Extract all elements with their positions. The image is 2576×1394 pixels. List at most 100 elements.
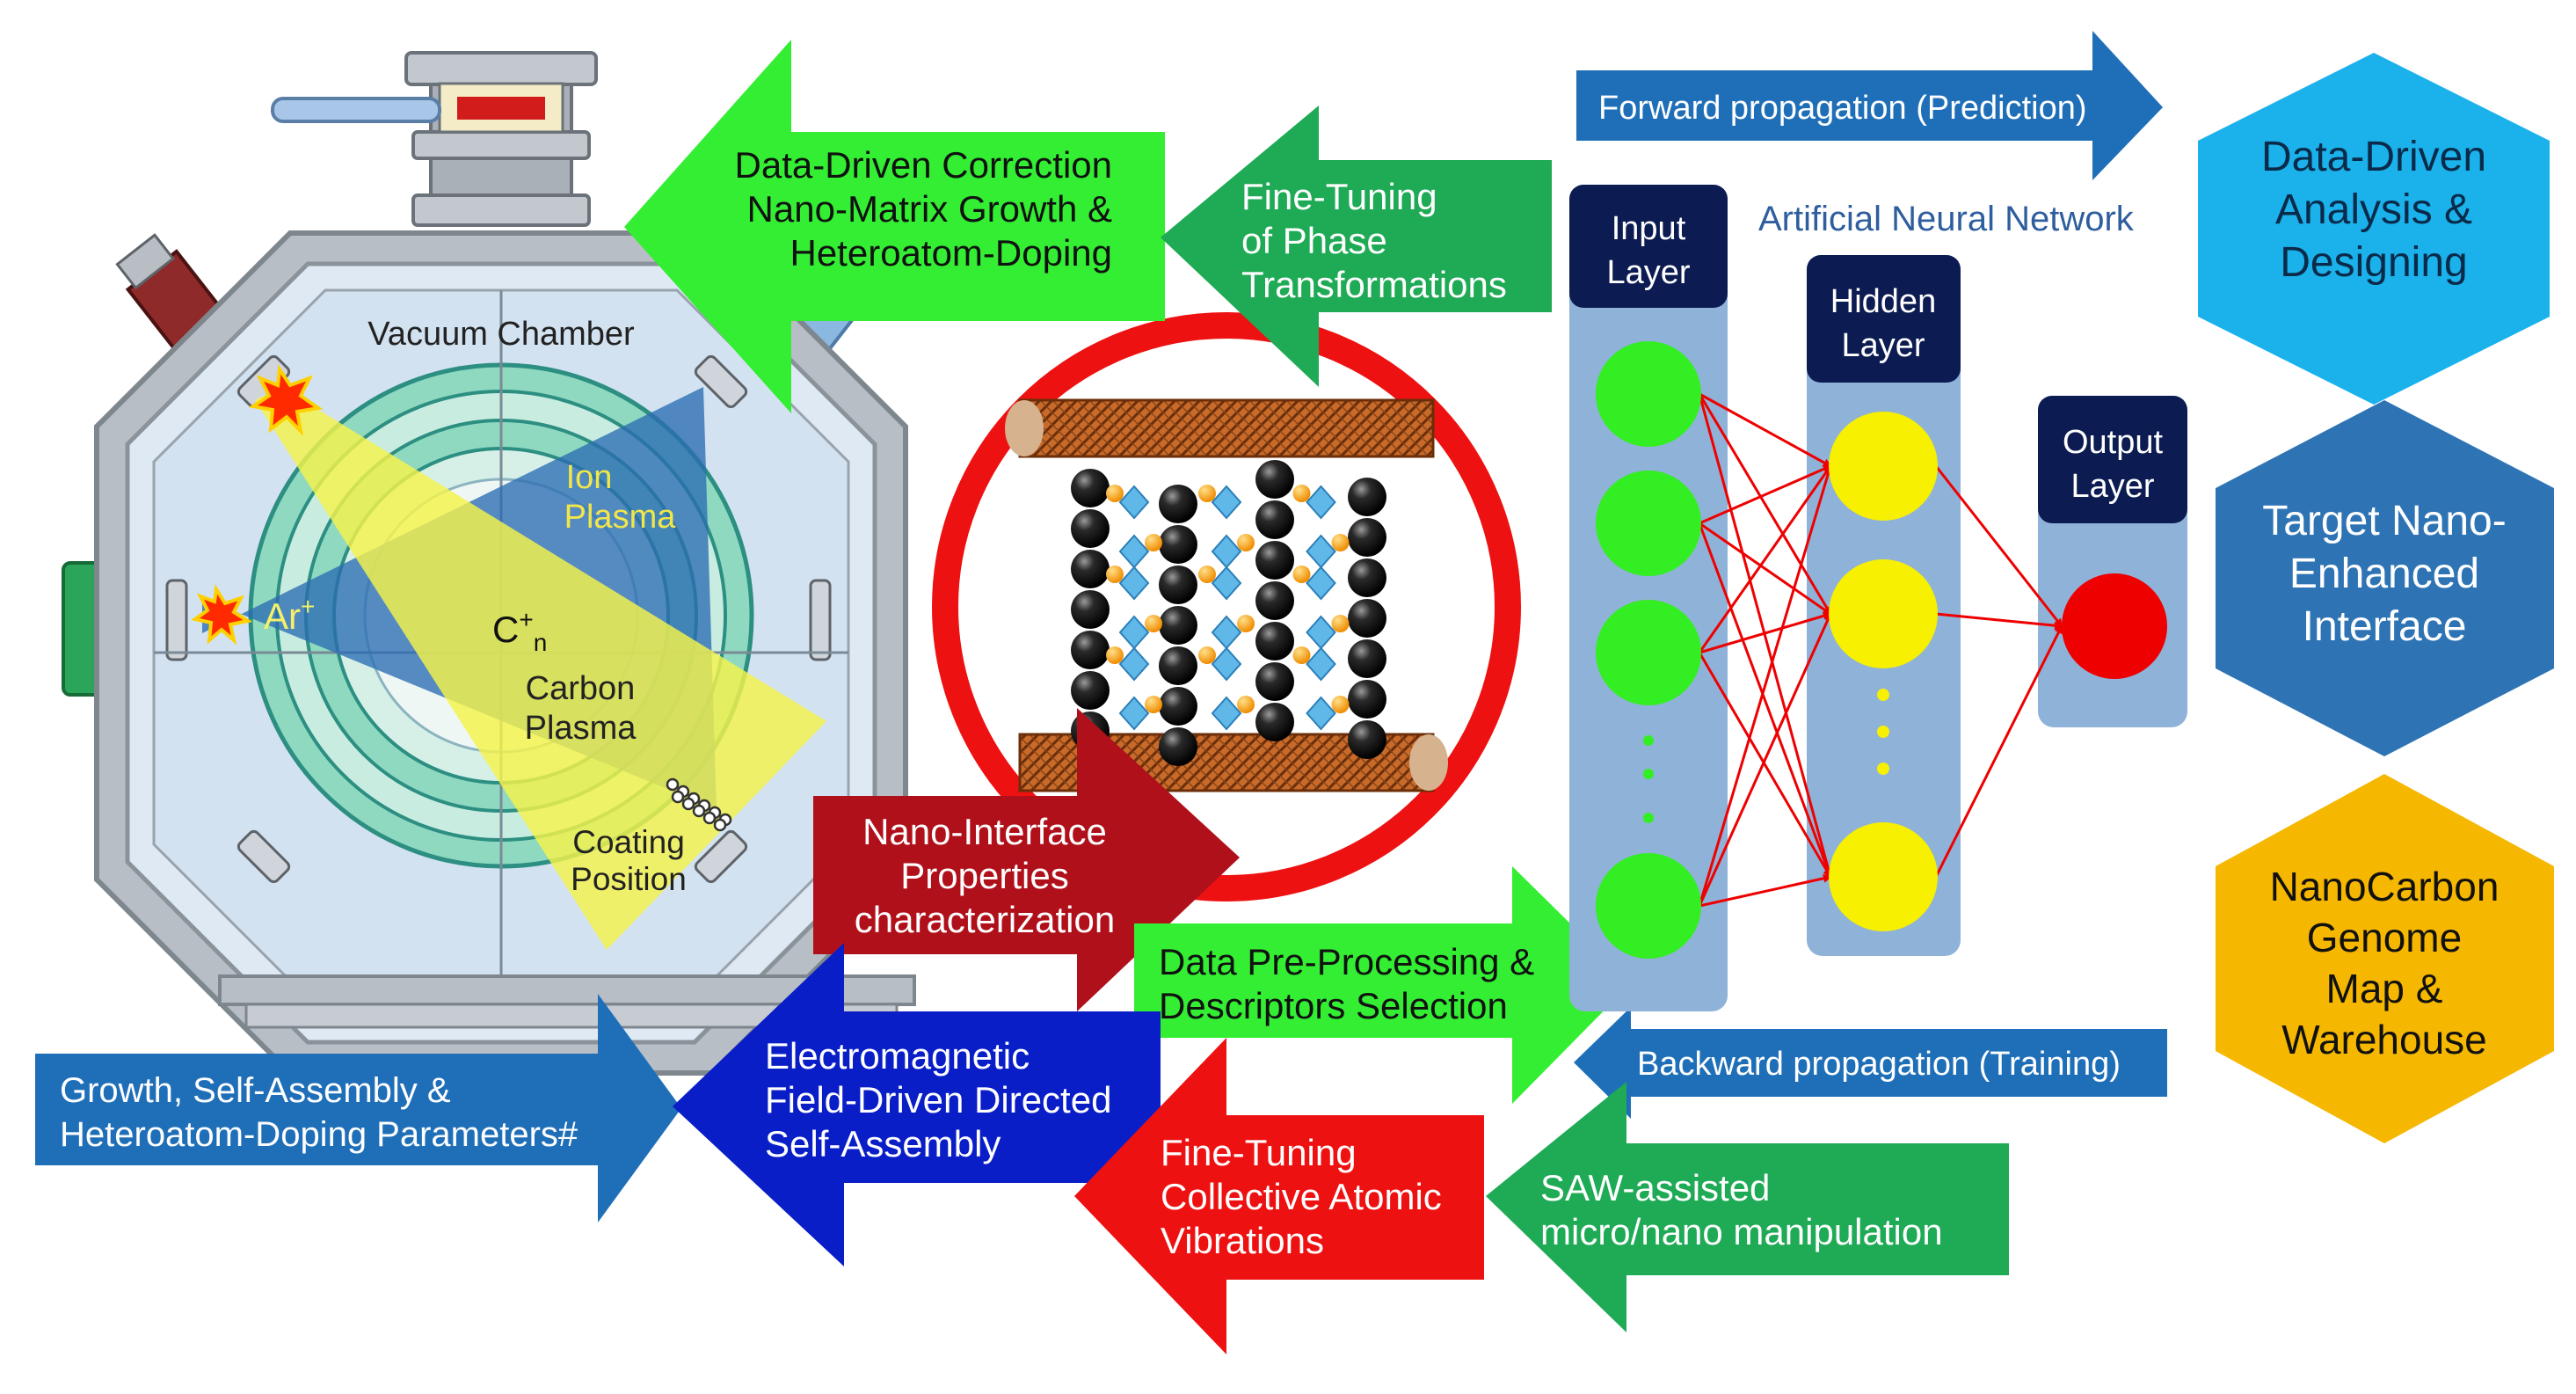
dopant-atom <box>1292 646 1311 664</box>
genome-map-line3: Map & <box>2326 966 2443 1011</box>
coating-position-label-line1: Coating <box>572 824 685 860</box>
target-interface-line3: Interface <box>2303 603 2467 650</box>
fine-tuning-phase-line3: Transformations <box>1241 264 1507 305</box>
dopant-atom <box>1237 615 1255 632</box>
input-ellipsis-dot <box>1643 769 1654 779</box>
dopant-atom <box>1145 696 1162 713</box>
data-preprocessing-line1: Data Pre-Processing & <box>1159 941 1534 982</box>
carbon-ion-label: C+n <box>492 606 547 656</box>
dopant-atom <box>1237 696 1255 713</box>
network-nodes <box>1596 341 2167 959</box>
crystal-unit <box>1118 485 1150 520</box>
crystal-unit <box>1211 646 1242 682</box>
crystal-unit <box>1118 566 1150 601</box>
dopant-atom <box>1237 534 1255 551</box>
hidden-node <box>1829 412 1938 521</box>
growth-parameters-line2: Heteroatom-Doping Parameters# <box>60 1115 579 1154</box>
input-layer-label-line2: Layer <box>1606 254 1690 291</box>
carbon-atom <box>1159 525 1197 564</box>
crystal-unit <box>1211 696 1242 731</box>
nano-interface-line1: Nano-Interface <box>862 811 1107 852</box>
dopant-atom <box>1292 485 1311 502</box>
input-node <box>1596 341 1701 447</box>
carbon-atom <box>1255 662 1294 701</box>
input-hidden-connection <box>1699 873 1832 908</box>
dopant-atom <box>1198 566 1216 583</box>
hidden-ellipsis-dot <box>1877 726 1889 738</box>
fine-tuning-vibrations-line3: Vibrations <box>1161 1220 1324 1261</box>
carbon-plasma-label-line1: Carbon <box>526 670 636 707</box>
nano-interface-line2: Properties <box>900 855 1068 896</box>
input-node <box>1596 853 1701 959</box>
hidden-node <box>1829 822 1938 931</box>
input-ellipsis-dot <box>1643 735 1654 746</box>
data-driven-correction-arrow <box>624 40 1165 413</box>
dopant-atom <box>1106 566 1124 583</box>
input-hidden-connection <box>1698 464 1833 907</box>
crystal-unit <box>1211 485 1242 520</box>
fine-tuning-vibrations-line2: Collective Atomic <box>1161 1176 1442 1217</box>
coating-position-label-line2: Position <box>571 861 687 897</box>
carbon-atom <box>1348 639 1386 678</box>
hidden-ellipsis-dot <box>1877 763 1889 775</box>
ar-ion-label: Ar+ <box>264 593 315 637</box>
carbon-atom <box>1159 646 1197 685</box>
backward-propagation-label: Backward propagation (Training) <box>1637 1046 2121 1083</box>
carbon-plasma-label-line2: Plasma <box>525 710 637 747</box>
saw-assisted-line1: SAW-assisted <box>1540 1167 1770 1208</box>
electromagnetic-line3: Self-Assembly <box>765 1123 1001 1164</box>
saw-assisted-arrow <box>1486 1082 2009 1332</box>
dopant-atom <box>1292 566 1311 583</box>
input-hidden-connection <box>1699 392 1832 468</box>
sparkle-burst-icon <box>191 584 253 646</box>
hidden-layer-label-line1: Hidden <box>1830 283 1936 320</box>
hidden-layer-header <box>1807 255 1961 383</box>
dopant-atom <box>1331 696 1350 713</box>
carbon-atom <box>1255 622 1294 661</box>
fine-tuning-vibrations-line1: Fine-Tuning <box>1161 1132 1357 1173</box>
dopant-atom <box>1145 615 1162 632</box>
crystal-unit <box>1211 566 1242 601</box>
carbon-atom <box>1159 687 1197 726</box>
data-driven-analysis-line2: Analysis & <box>2275 186 2472 233</box>
input-node <box>1596 471 1701 576</box>
ion-plasma-label-line2: Plasma <box>564 499 677 536</box>
carbon-atom <box>1348 680 1386 719</box>
carbon-atom <box>1071 590 1110 629</box>
dopant-atom <box>1145 534 1162 551</box>
carbon-atom <box>1348 478 1386 516</box>
data-preprocessing-arrow <box>1134 866 1631 1104</box>
fine-tuning-phase-line1: Fine-Tuning <box>1241 176 1437 217</box>
input-ellipsis-dot <box>1643 813 1654 823</box>
target-interface-line2: Enhanced <box>2289 551 2479 597</box>
carbon-atom <box>1255 703 1294 741</box>
nano-interface-arrow <box>813 708 1240 1011</box>
carbon-atom <box>1255 500 1294 539</box>
nano-interface-line3: characterization <box>855 899 1115 940</box>
forward-propagation-label: Forward propagation (Prediction) <box>1598 90 2087 127</box>
crystal-unit <box>1306 485 1336 520</box>
growth-parameters-line1: Growth, Self-Assembly & <box>60 1071 451 1110</box>
hidden-ellipsis-dot <box>1877 689 1889 701</box>
crystal-unit <box>1306 696 1336 731</box>
data-driven-analysis-line3: Designing <box>2280 239 2467 286</box>
output-layer-header <box>2038 396 2187 523</box>
carbon-atom <box>1255 541 1294 580</box>
dopant-atom <box>1198 485 1216 502</box>
input-hidden-connection <box>1699 464 1832 525</box>
carbon-atom <box>1071 671 1110 710</box>
output-layer-label-line1: Output <box>2063 424 2164 461</box>
carbon-atom <box>1071 469 1110 507</box>
forward-propagation-arrow <box>1576 31 2163 180</box>
carbon-atom <box>1348 720 1386 759</box>
fine-tuning-vibrations-arrow <box>1074 1038 1484 1354</box>
backward-propagation-arrow <box>1574 1007 2167 1119</box>
output-layer-label-line2: Layer <box>2070 468 2154 505</box>
input-layer-header <box>1569 185 1728 308</box>
crystal-unit <box>1306 646 1336 682</box>
carbon-atom <box>1348 599 1386 638</box>
input-hidden-connection <box>1698 652 1832 879</box>
genome-map-line4: Warehouse <box>2281 1017 2487 1062</box>
carbon-atom <box>1159 727 1197 766</box>
